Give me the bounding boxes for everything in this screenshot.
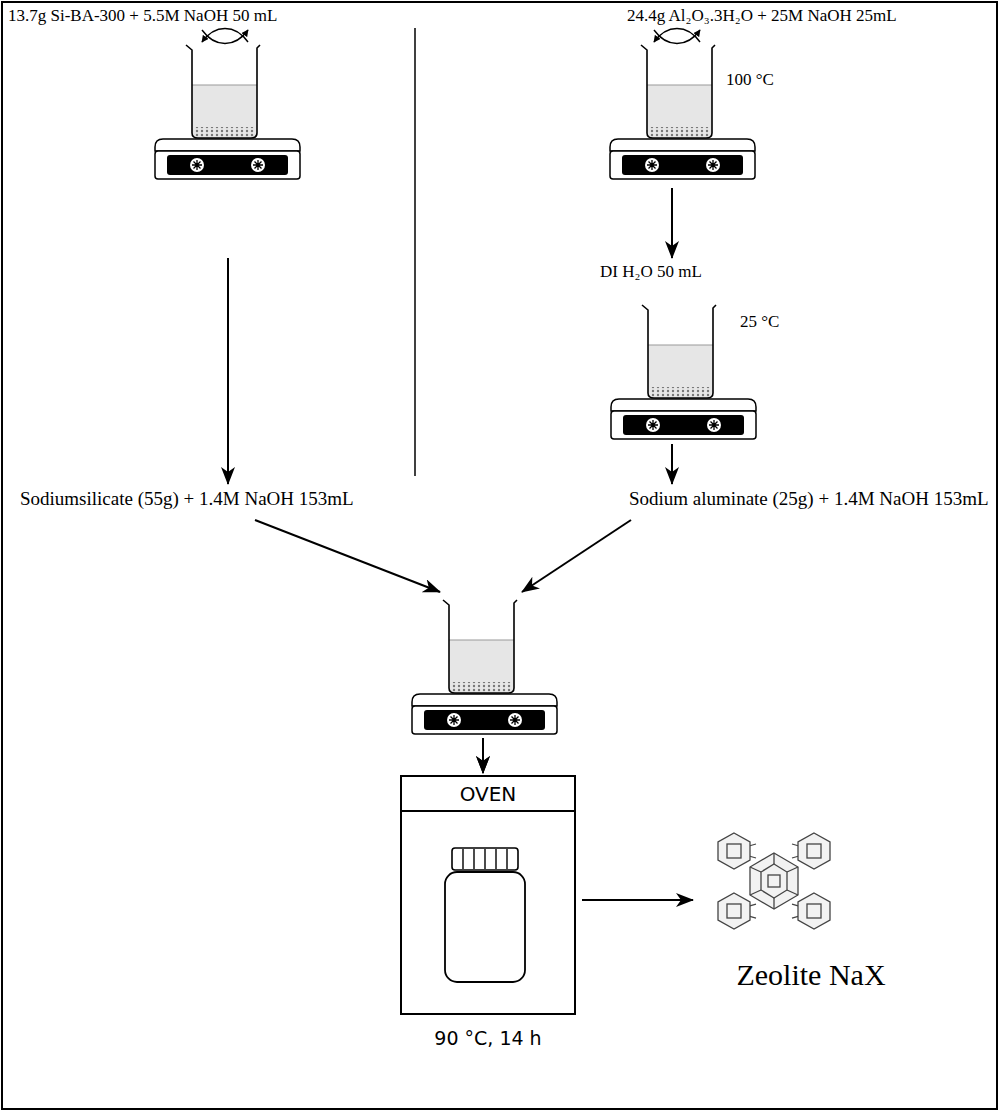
arrow-segment <box>482 738 484 773</box>
condition-text: 90 °C, 14 h <box>402 1027 574 1049</box>
solution-label: Sodium aluminate (25g) + 1.4M NaOH 153mL <box>629 488 993 512</box>
step-text: DI H₂O 50 mL <box>600 262 702 282</box>
condition-text: 25 °C <box>740 312 779 332</box>
step-beaker: DI H₂O 50 mL 25 °C <box>598 262 784 442</box>
arrow-segment <box>522 520 631 592</box>
arrow-segment <box>255 520 440 592</box>
arrow-segment <box>671 188 673 258</box>
solution-label: Sodiumsilicate (55g) + 1.4M NaOH 153mL <box>20 488 358 512</box>
oven-box: OVEN90 °C, 14 h <box>400 775 576 1015</box>
product-figure: Zeolite NaX <box>695 820 927 992</box>
arrow-segment <box>671 444 673 484</box>
stir-arrows <box>654 29 700 44</box>
beaker-on-stirrer <box>610 45 755 179</box>
zeolite-framework <box>718 833 830 929</box>
stir-arrows <box>202 29 248 44</box>
arrow-segment <box>482 738 484 773</box>
flow-arrow <box>672 444 673 484</box>
beaker-on-stirrer <box>155 45 300 179</box>
step-text: 13.7g Si-BA-300 + 5.5M NaOH 50 mL <box>8 6 277 26</box>
step-text: Zeolite NaX <box>695 958 927 992</box>
flow-arrow <box>582 900 693 901</box>
flow-arrow <box>483 520 631 773</box>
step-beaker: 13.7g Si-BA-300 + 5.5M NaOH 50 mL <box>6 6 546 254</box>
beaker-on-stirrer <box>412 600 557 734</box>
step-text: 24.4g Al₂O₃.3H₂O + 25M NaOH 25mL <box>627 6 897 26</box>
beaker-on-stirrer <box>611 305 756 439</box>
separator-line <box>414 28 416 476</box>
step-beaker: 24.4g Al₂O₃.3H₂O + 25M NaOH 25mL 100 °C <box>600 6 990 184</box>
arrow-segment <box>227 258 229 484</box>
condition-text: 100 °C <box>726 70 774 90</box>
flow-arrow <box>228 258 229 484</box>
flow-arrow <box>672 188 673 258</box>
sealed-jar <box>445 848 525 982</box>
step-text: Sodiumsilicate (55g) + 1.4M NaOH 153mL <box>20 488 354 510</box>
oven-label: OVEN <box>402 777 574 812</box>
step-text: Sodium aluminate (25g) + 1.4M NaOH 153mL <box>629 488 989 510</box>
flow-arrow <box>255 520 483 773</box>
arrow-segment <box>582 899 693 901</box>
